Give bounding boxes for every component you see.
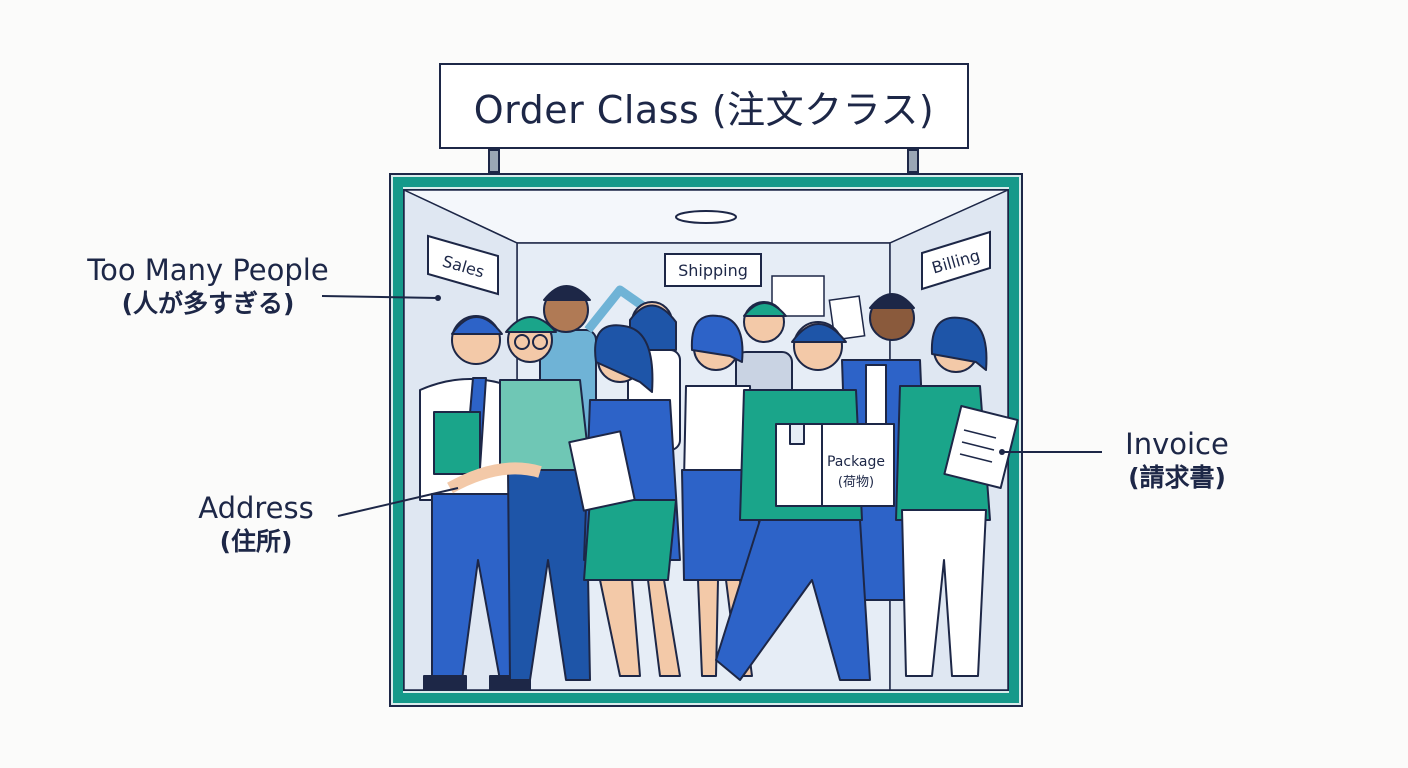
too-many-people-leader	[321, 295, 439, 299]
package-label-en: Package	[827, 454, 885, 470]
sign-title: Order Class (注文クラス)	[473, 87, 935, 132]
package-box	[775, 423, 895, 507]
billing-sign: Billing	[921, 230, 991, 291]
crowd: Package (荷物)	[419, 285, 1019, 691]
sign-post-left	[488, 149, 500, 173]
invoice-dot	[999, 449, 1005, 455]
shipping-sign: Shipping	[664, 253, 762, 287]
callout-invoice: Invoice (請求書)	[1102, 426, 1252, 494]
shipping-sign-label: Shipping	[678, 261, 748, 280]
elevator-teal-frame	[393, 177, 1019, 703]
person-glasses	[447, 316, 591, 681]
sign-post-right	[907, 149, 919, 173]
too-many-people-dot	[435, 295, 441, 301]
callout-address-jp: (住所)	[219, 527, 293, 557]
person-package-man: Package (荷物)	[715, 321, 895, 681]
callout-address-en: Address	[198, 491, 314, 525]
callout-too-many-people-jp: (人が多すぎる)	[121, 289, 295, 319]
sales-sign: Sales	[427, 234, 499, 296]
callout-address: Address (住所)	[176, 490, 336, 558]
background-paper	[828, 295, 866, 341]
order-class-sign: Order Class (注文クラス)	[439, 63, 969, 149]
ceiling-light	[675, 210, 737, 224]
callout-invoice-en: Invoice	[1125, 427, 1229, 461]
address-leader	[337, 487, 459, 517]
person-woman-invoice	[895, 316, 1019, 677]
callout-too-many-people: Too Many People (人が多すぎる)	[58, 252, 358, 320]
folder	[568, 430, 636, 512]
package-label-jp: (荷物)	[838, 475, 874, 490]
callout-too-many-people-en: Too Many People	[87, 253, 329, 287]
person-woman-folder	[568, 324, 681, 677]
callout-invoice-jp: (請求書)	[1128, 463, 1226, 493]
